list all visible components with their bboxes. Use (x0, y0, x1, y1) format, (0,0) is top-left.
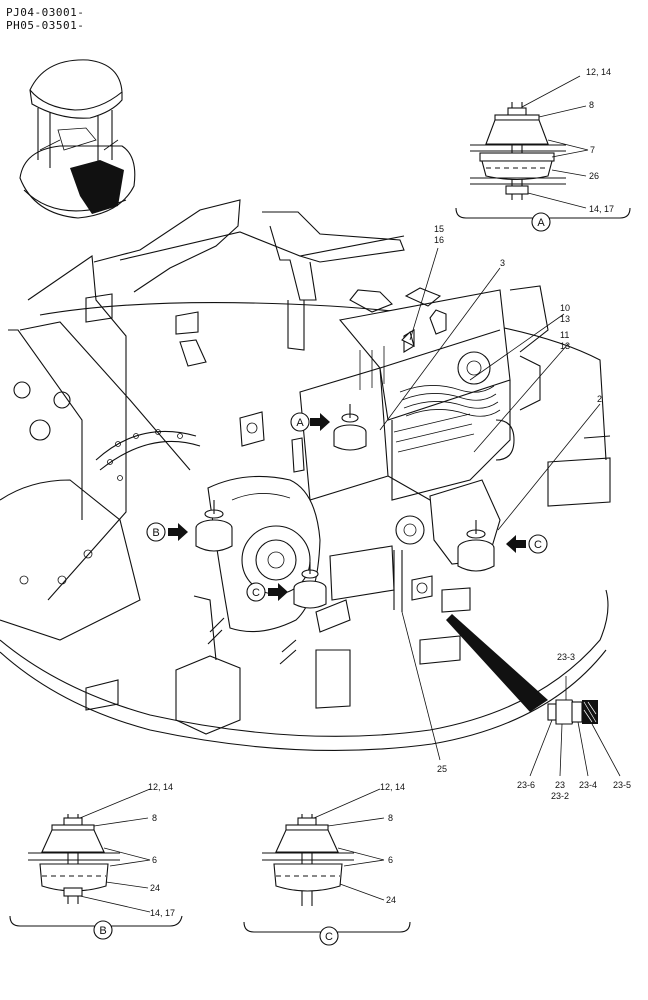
marker-b-main: B (152, 527, 159, 539)
callout-11: 11 (560, 330, 569, 340)
callout-10: 10 (560, 303, 570, 313)
engine-mount-c-right (457, 520, 495, 572)
callout-23-2: 23-2 (551, 791, 569, 801)
engine-mount-b (195, 500, 233, 552)
callout-26: 26 (589, 171, 599, 181)
callout-12-14-a: 12, 14 (586, 67, 611, 77)
callout-14-17-a: 14, 17 (589, 204, 614, 214)
detail-c-label: C (325, 931, 333, 943)
callout-12-14-c: 12, 14 (380, 782, 405, 792)
callout-13-lower: 13 (560, 341, 570, 351)
callout-23-5: 23-5 (613, 780, 631, 790)
bearing-bolts (107, 429, 183, 481)
callout-3: 3 (500, 258, 505, 268)
callout-8-b: 8 (152, 813, 157, 823)
detail-c-mount-drawing (243, 788, 411, 946)
callout-6-c: 6 (388, 855, 393, 865)
main-assembly-drawing (0, 199, 611, 761)
callout-23-6: 23-6 (517, 780, 535, 790)
callout-14-17-b: 14, 17 (150, 908, 175, 918)
callout-23: 23 (555, 780, 565, 790)
callout-7: 7 (590, 145, 595, 155)
detail-a-mount-drawing (455, 75, 631, 232)
callout-15: 15 (434, 224, 444, 234)
detail-23-fitting-drawing (529, 676, 621, 777)
callout-24-b: 24 (150, 883, 160, 893)
callout-23-4: 23-4 (579, 780, 597, 790)
engine-mount-a (333, 404, 367, 451)
callout-6-b: 6 (152, 855, 157, 865)
callout-16: 16 (434, 235, 444, 245)
engine-mount-c-left (293, 562, 327, 609)
callout-13-upper: 13 (560, 314, 570, 324)
callout-12-14-b: 12, 14 (148, 782, 173, 792)
marker-c-main-right: C (534, 539, 542, 551)
callout-24-c: 24 (386, 895, 396, 905)
callout-23-3: 23-3 (557, 652, 575, 662)
machine-location-thumbnail (19, 59, 136, 219)
callout-25: 25 (437, 764, 447, 774)
marker-a-main: A (296, 417, 304, 429)
part-code-2: PH05-03501- (6, 19, 85, 32)
detail-a-label: A (537, 217, 545, 229)
part-code-1: PJ04-03001- (6, 6, 85, 19)
callout-8-a: 8 (589, 100, 594, 110)
callout-8-c: 8 (388, 813, 393, 823)
detail-b-mount-drawing (9, 788, 183, 940)
callout-2: 2 (597, 394, 602, 404)
detail-b-label: B (99, 925, 106, 937)
marker-c-main-left: C (252, 587, 260, 599)
